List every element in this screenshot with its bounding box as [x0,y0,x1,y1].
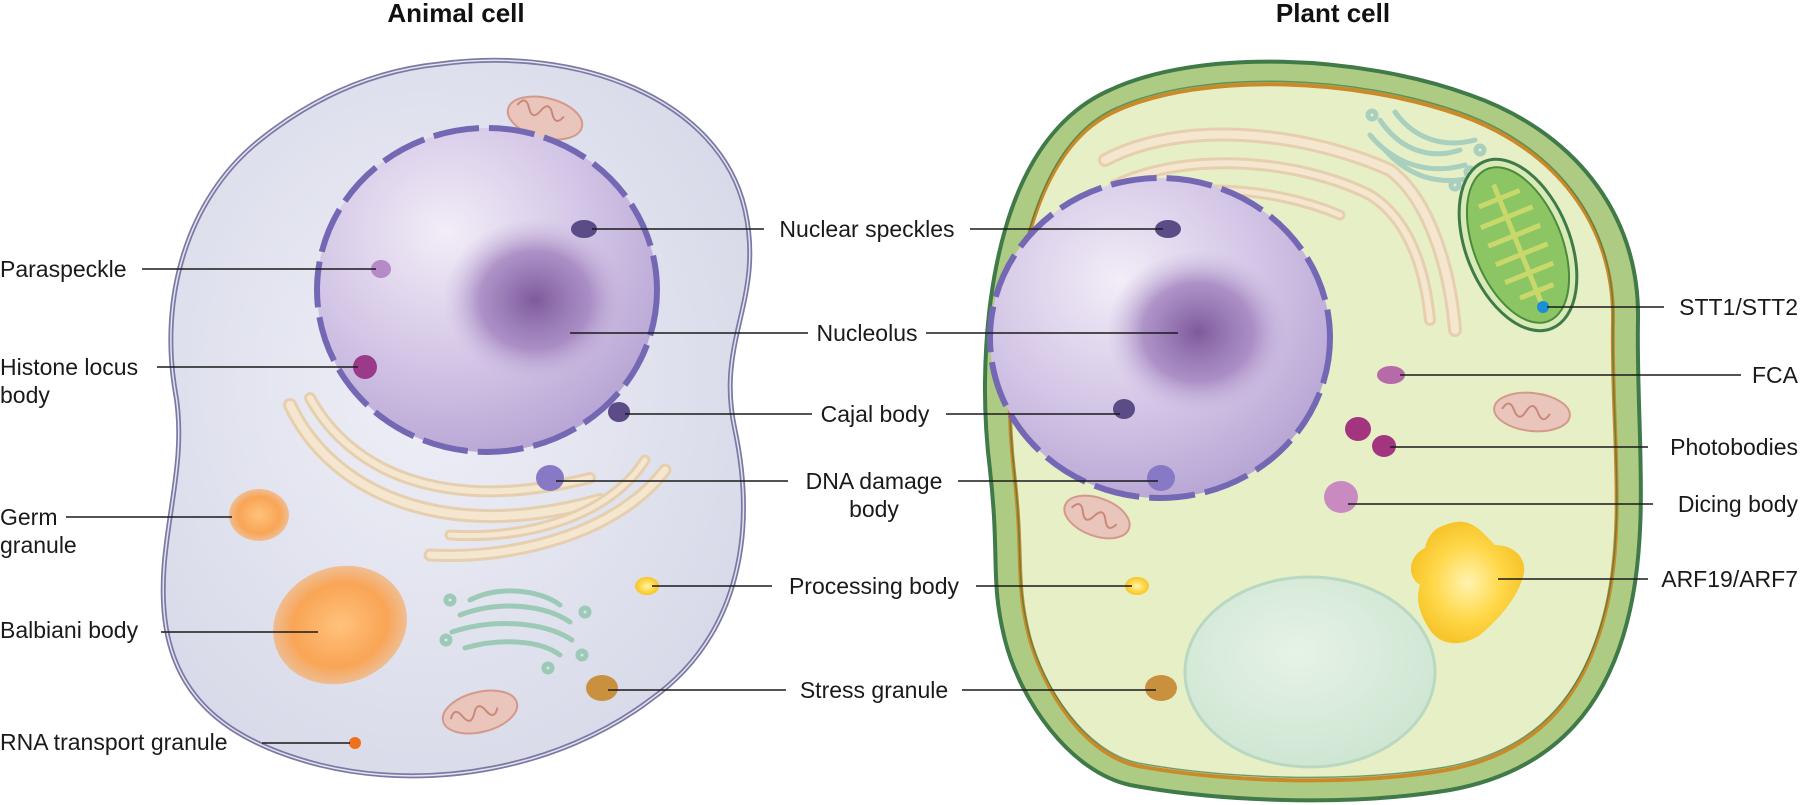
plant-nucleus [987,175,1333,501]
animal-golgi [439,588,592,675]
animal-paraspeckle [371,260,391,278]
label-histone-locus-line2: body [0,382,50,408]
label-fca: FCA [1752,362,1799,388]
label-dicing: Dicing body [1678,491,1799,517]
label-photobodies: Photobodies [1670,434,1798,460]
label-balbiani: Balbiani body [0,617,139,643]
plant-cell [983,59,1643,803]
plant-fca [1377,366,1405,384]
label-dna-damage-line2: body [849,496,899,522]
plant-golgi [1365,108,1487,192]
animal-histone-locus-body [353,355,377,379]
animal-germ-granule [229,489,289,541]
animal-rna-transport-granule [349,737,361,749]
plant-vacuole [1183,575,1437,769]
label-stt1-stt2: STT1/STT2 [1679,294,1798,320]
plant-cell-title: Plant cell [1276,0,1390,28]
plant-chloroplast [1457,157,1579,333]
animal-cell [160,57,753,779]
label-dna-damage-line1: DNA damage [806,468,943,494]
animal-cajal-body [608,402,630,422]
label-nuclear-speckles: Nuclear speckles [779,216,954,242]
label-paraspeckle: Paraspeckle [0,256,127,282]
plant-cajal-body [1113,399,1135,419]
plant-dna-damage-body [1147,465,1175,491]
plant-mitochondrion-left [1063,494,1131,540]
animal-balbiani-body [273,565,407,685]
plant-photobody-1 [1345,417,1371,441]
label-rna-transport: RNA transport granule [0,729,228,755]
plant-stt1-stt2 [1537,301,1549,313]
animal-nuclear-envelope [314,125,660,455]
plant-stress-granule [1145,675,1177,701]
animal-endoplasmic-reticulum [283,392,672,563]
label-stress: Stress granule [800,677,948,703]
animal-nuclear-speckle [571,220,597,238]
plant-nuclear-speckle [1155,220,1181,238]
plant-arf19-arf7 [1410,521,1525,644]
labels: Paraspeckle Histone locus body Germ gran… [0,216,1799,755]
label-processing: Processing body [789,573,960,599]
plant-nuclear-envelope [987,175,1333,501]
animal-mitochondrion-bottom [441,689,519,735]
plant-processing-body [1125,577,1149,595]
animal-nucleus [314,125,660,455]
plant-mitochondrion-right [1493,391,1571,433]
animal-nucleolus [443,218,627,382]
plant-nucleolus [1106,250,1290,414]
label-nucleolus: Nucleolus [817,320,918,346]
label-cajal: Cajal body [821,401,930,427]
label-histone-locus-line1: Histone locus [0,354,138,380]
animal-cell-title: Animal cell [387,0,524,28]
label-germ-line1: Germ [0,504,58,530]
plant-dicing-body [1324,481,1358,513]
plant-photobody-2 [1372,435,1396,457]
animal-stress-granule [586,675,618,701]
animal-processing-body [635,577,659,595]
leader-lines [66,228,1741,744]
animal-dna-damage-body [536,465,564,491]
label-arf19-arf7: ARF19/ARF7 [1661,566,1798,592]
label-germ-line2: granule [0,532,77,558]
